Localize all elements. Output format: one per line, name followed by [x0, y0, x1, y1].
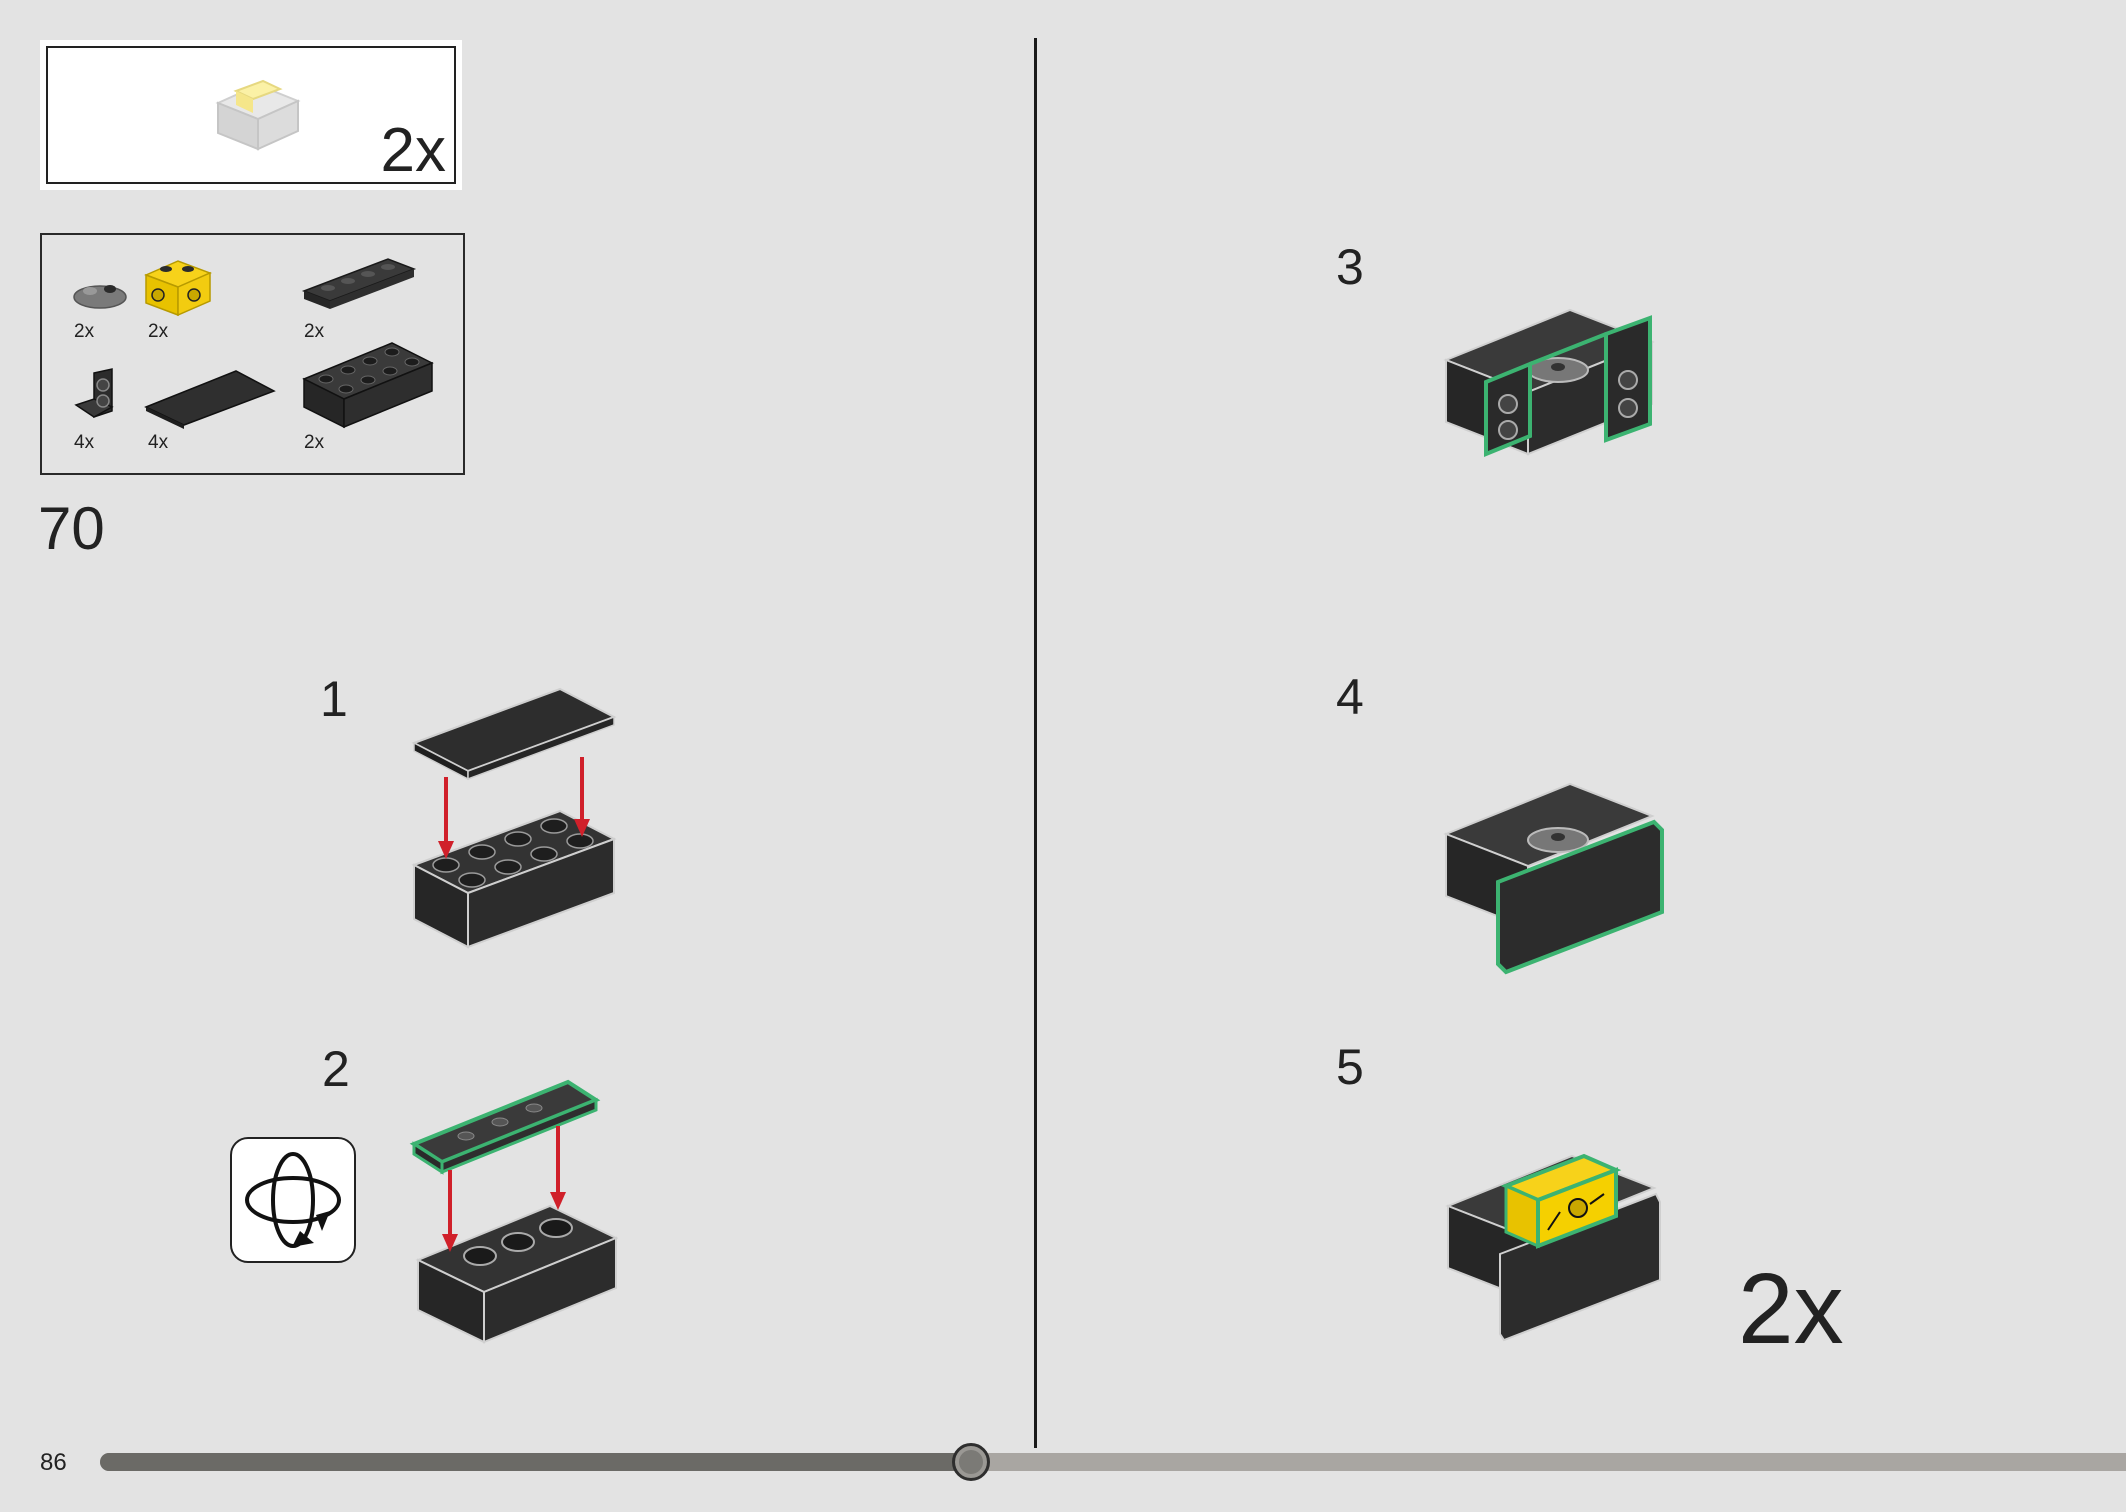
part-yellow-brick-image [144, 260, 212, 317]
rotate-model-icon [230, 1137, 356, 1263]
part-count: 2x [74, 321, 95, 342]
substep-number-2: 2 [322, 1041, 350, 1097]
final-multiplier: 2x [1738, 1253, 1844, 1365]
substep-2-image [409, 1079, 619, 1344]
substep-number-3: 3 [1336, 239, 1364, 295]
substep-number-1: 1 [320, 671, 348, 727]
page-number: 86 [40, 1449, 67, 1476]
part-count: 4x [74, 432, 95, 453]
part-count: 2x [304, 321, 325, 342]
subassembly-callout: 2x [40, 40, 462, 190]
substep-number-5: 5 [1336, 1039, 1364, 1095]
step-number: 70 [38, 495, 105, 562]
progress-knob[interactable] [952, 1443, 990, 1481]
progress-fill [100, 1453, 971, 1471]
callout-multiplier: 2x [380, 116, 446, 185]
part-dark-tile-image [144, 370, 276, 429]
substep-5-image [1445, 1153, 1661, 1342]
part-count: 2x [148, 321, 169, 342]
part-dark-plate-image [301, 258, 417, 309]
parts-list: 2x 2x 2x 4x 4x [40, 233, 465, 475]
callout-subassembly-image [215, 79, 301, 151]
part-count: 2x [304, 432, 325, 453]
substep-1-image [411, 687, 617, 949]
part-dark-bracket-image [74, 368, 114, 419]
part-gray-plate-image [73, 285, 127, 309]
substep-number-4: 4 [1336, 669, 1364, 725]
substep-4-image [1443, 782, 1664, 975]
part-dark-brick-image [302, 342, 434, 429]
part-count: 4x [148, 432, 169, 453]
substep-3-image [1443, 308, 1655, 457]
page-divider [1034, 38, 1037, 1448]
